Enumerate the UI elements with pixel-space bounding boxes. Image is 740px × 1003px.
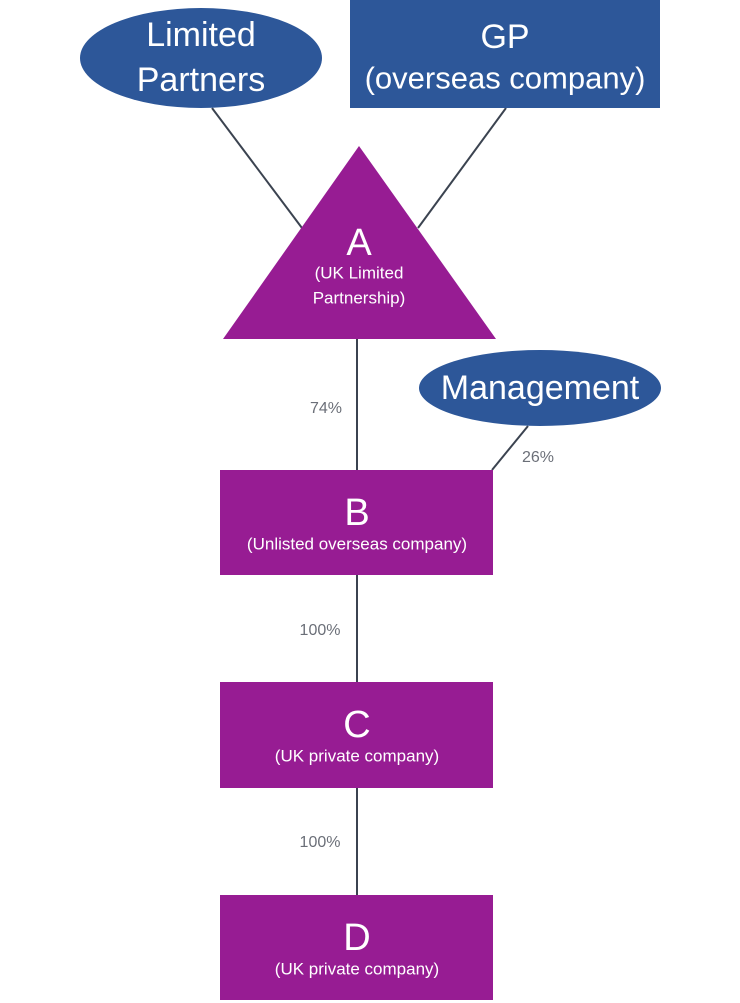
edge-label-b-c: 100% bbox=[299, 622, 341, 639]
limited-partners-label-2: Partners bbox=[136, 61, 266, 99]
edge-label-management-b: 26% bbox=[521, 449, 555, 466]
d-sub: (UK private company) bbox=[274, 959, 440, 979]
management-label: Management bbox=[440, 369, 640, 407]
c-node bbox=[220, 682, 493, 788]
a-node bbox=[223, 146, 496, 339]
limited-partners-label-1: Limited bbox=[146, 16, 256, 54]
edge-management-b bbox=[491, 425, 529, 471]
a-sub-1: (UK Limited bbox=[314, 263, 404, 283]
edge-gp-a bbox=[417, 107, 507, 229]
c-sub: (UK private company) bbox=[274, 746, 440, 766]
b-letter: B bbox=[344, 492, 370, 534]
edge-lp-a bbox=[211, 107, 303, 229]
d-node bbox=[220, 895, 493, 1000]
gp-label-1: GP bbox=[480, 18, 530, 56]
c-letter: C bbox=[343, 704, 371, 746]
management-node bbox=[419, 350, 661, 426]
b-node bbox=[220, 470, 493, 575]
gp-label-2: (overseas company) bbox=[364, 60, 646, 96]
a-sub-2: Partnership) bbox=[312, 288, 406, 308]
b-sub: (Unlisted overseas company) bbox=[246, 534, 468, 554]
edge-label-a-b: 74% bbox=[309, 400, 343, 417]
d-letter: D bbox=[343, 917, 371, 959]
edge-label-c-d: 100% bbox=[299, 834, 341, 851]
a-letter: A bbox=[346, 222, 372, 264]
limited-partners-node bbox=[80, 8, 322, 108]
gp-node bbox=[350, 0, 660, 108]
